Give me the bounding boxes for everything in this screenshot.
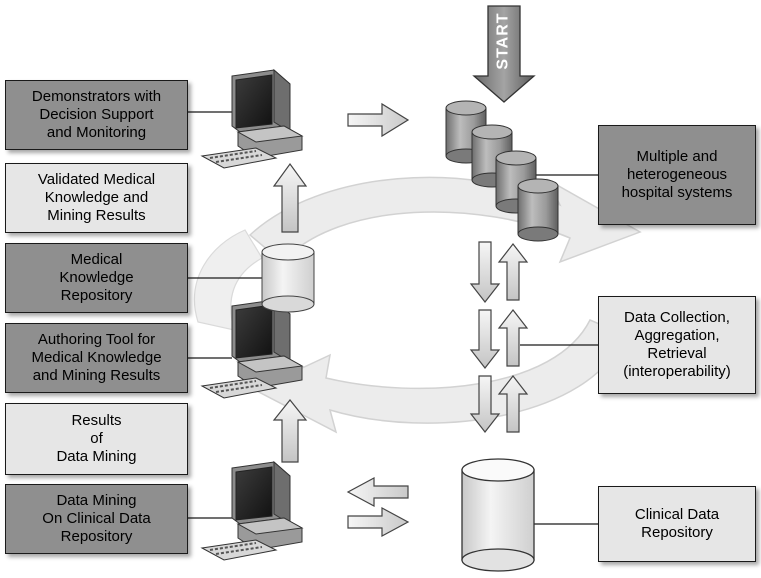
arrow-right-to-hospital-systems-icon: [347, 102, 410, 138]
computer-icon-data-mining: [201, 461, 303, 561]
box-knowledge-repository-label: Medical Knowledge Repository: [59, 251, 134, 304]
start-arrow-icon: [472, 5, 536, 103]
box-data-mining: Data Mining On Clinical Data Repository: [5, 484, 188, 554]
arrow-right-to-repository-icon: [347, 506, 410, 538]
start-label: START: [484, 4, 524, 78]
left-connector-lines: [188, 111, 262, 519]
box-knowledge-repository: Medical Knowledge Repository: [5, 243, 188, 313]
down-arrows-column-icon: [469, 241, 501, 433]
clinical-data-repository-cylinder-icon: [461, 458, 535, 572]
box-data-mining-label: Data Mining On Clinical Data Repository: [42, 492, 151, 545]
box-demonstrators-label: Demonstrators with Decision Support and …: [31, 88, 162, 141]
knowledge-repository-cylinder-icon: [261, 243, 315, 313]
box-data-collection: Data Collection, Aggregation, Retrieval …: [598, 296, 756, 394]
arrow-left-from-repository-icon: [346, 476, 409, 508]
start-text: START: [495, 12, 513, 70]
box-validated-knowledge-label: Validated Medical Knowledge and Mining R…: [37, 171, 156, 224]
box-clinical-data-repository-label: Clinical Data Repository: [634, 506, 720, 541]
box-hospital-systems: Multiple and heterogeneous hospital syst…: [598, 125, 756, 225]
box-hospital-systems-label: Multiple and heterogeneous hospital syst…: [621, 148, 733, 201]
box-results-data-mining: Results of Data Mining: [5, 403, 188, 475]
box-data-collection-label: Data Collection, Aggregation, Retrieval …: [623, 309, 731, 380]
box-results-data-mining-label: Results of Data Mining: [56, 412, 137, 465]
box-demonstrators: Demonstrators with Decision Support and …: [5, 80, 188, 150]
arrow-up-to-authoring-tool-icon: [272, 399, 308, 463]
hospital-systems-cylinders-icon: [445, 100, 559, 242]
right-connector-lines: [520, 174, 598, 525]
box-authoring-tool-label: Authoring Tool for Medical Knowledge and…: [31, 331, 162, 384]
computer-icon-demonstrators: [201, 69, 303, 169]
box-authoring-tool: Authoring Tool for Medical Knowledge and…: [5, 323, 188, 393]
box-clinical-data-repository: Clinical Data Repository: [598, 486, 756, 562]
arrow-up-to-validated-knowledge-icon: [272, 162, 308, 233]
box-validated-knowledge: Validated Medical Knowledge and Mining R…: [5, 163, 188, 233]
up-arrows-column-icon: [497, 243, 529, 433]
